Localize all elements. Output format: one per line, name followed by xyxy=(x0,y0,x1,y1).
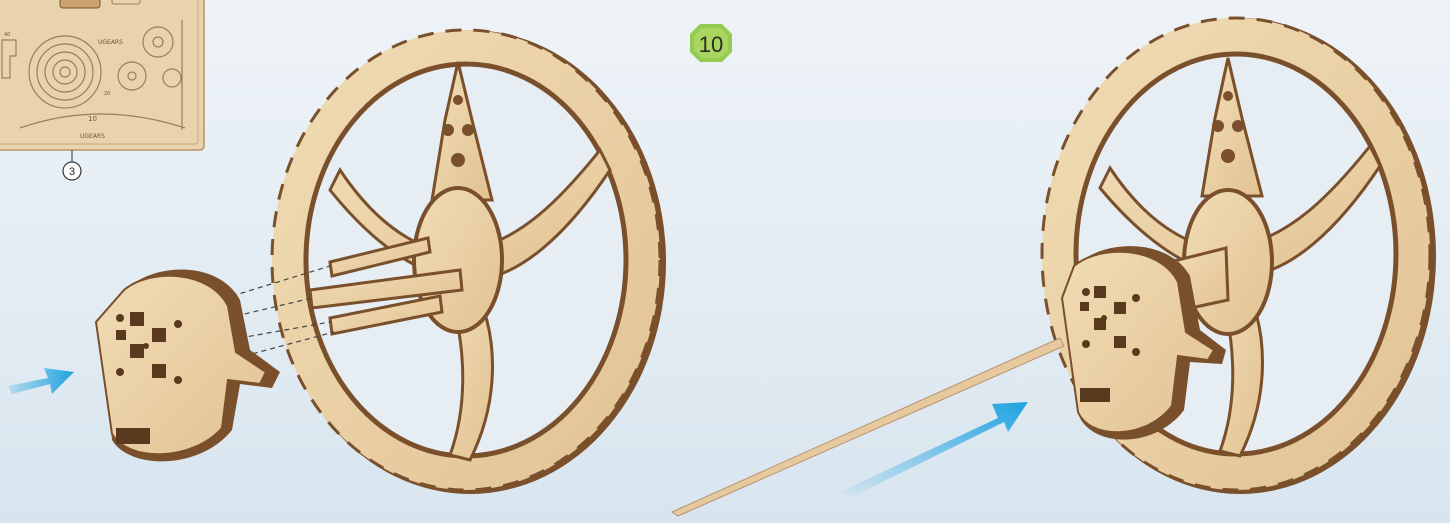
parts-sheet: UGEARS UGEARS 10 40 20 3 xyxy=(0,0,204,180)
step-number: 10 xyxy=(699,32,723,57)
axle-pin xyxy=(672,338,1064,516)
face-plate-left xyxy=(96,269,280,461)
sheet-small-number-mid: 20 xyxy=(104,91,110,97)
sheet-number: 3 xyxy=(69,166,75,178)
assembled-gear xyxy=(672,18,1436,516)
step-badge: 10 xyxy=(690,24,732,62)
sheet-part-number-center: 10 xyxy=(88,115,97,123)
arrow-right-icon xyxy=(8,368,74,394)
arrow-up-right-icon xyxy=(840,402,1028,500)
sheet-brand-label-bottom: UGEARS xyxy=(80,133,105,140)
sheet-brand-label-top: UGEARS xyxy=(98,39,123,46)
small-part-icon xyxy=(60,0,100,8)
sheet-small-number-left: 40 xyxy=(4,32,10,38)
